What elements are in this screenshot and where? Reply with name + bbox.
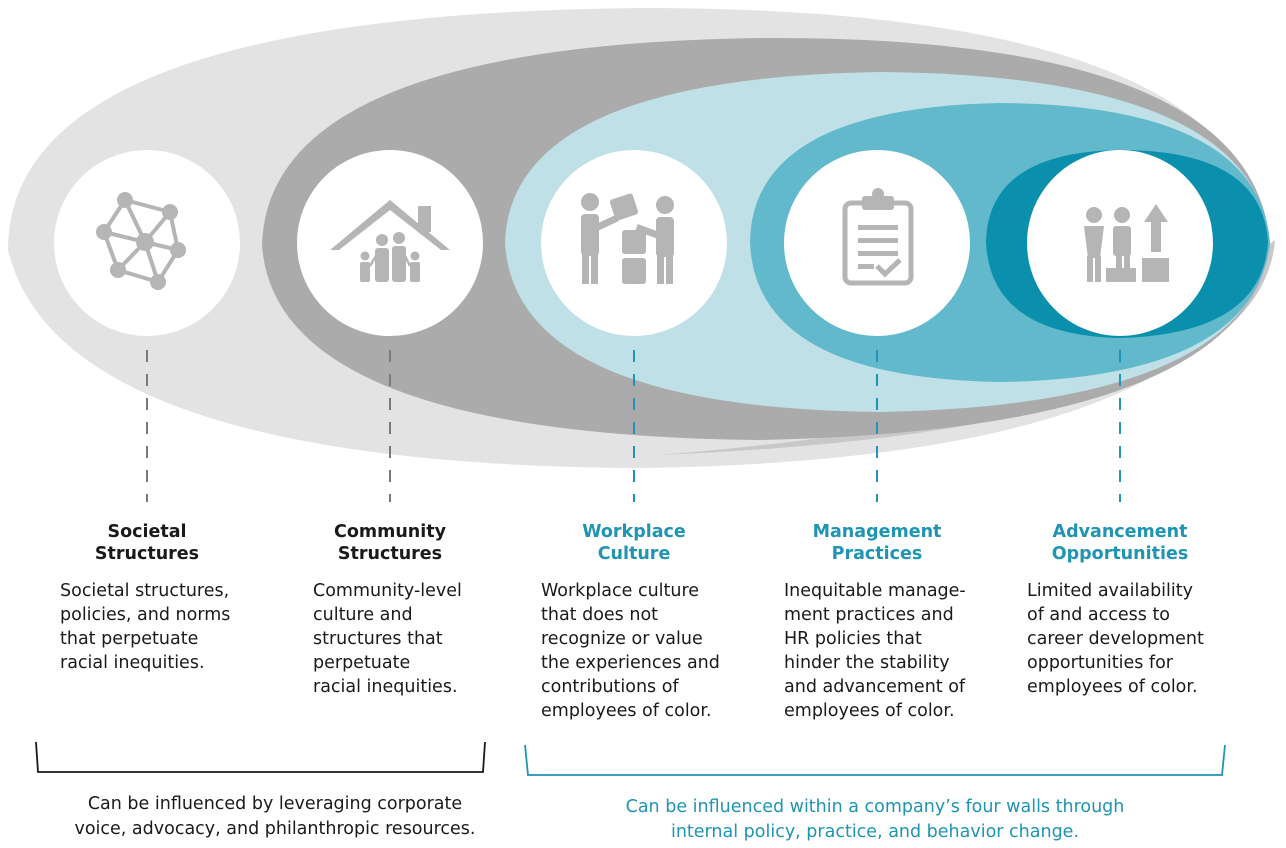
column-workplace: Workplace Culture Workplace culture that… <box>539 521 729 723</box>
column-title: Societal Structures <box>52 521 242 565</box>
title-line: Societal <box>107 522 187 542</box>
title-line: Structures <box>94 544 200 564</box>
column-title: Community Structures <box>295 521 485 565</box>
column-description: Inequitable manage- ment practices and H… <box>784 581 966 721</box>
community-circle <box>297 150 483 336</box>
external-influence-note: Can be influenced by leveraging corporat… <box>74 794 476 839</box>
column-management: Management Practices Inequitable manage-… <box>782 521 972 723</box>
title-line: Practices <box>831 544 923 564</box>
column-title: Workplace Culture <box>539 521 729 565</box>
column-advancement: Advancement Opportunities Limited availa… <box>1025 521 1215 699</box>
title-line: Opportunities <box>1051 544 1189 564</box>
column-description: Societal structures, policies, and norms… <box>60 581 231 673</box>
family-house-icon <box>330 200 450 282</box>
career-growth-icon <box>1084 204 1169 282</box>
title-line: Structures <box>337 544 443 564</box>
external-bracket <box>35 741 486 773</box>
collaboration-icon <box>581 193 674 284</box>
column-community: Community Structures Community-level cul… <box>295 521 485 699</box>
clipboard-check-icon <box>842 188 914 286</box>
column-description: Community-level culture and structures t… <box>313 581 462 697</box>
internal-influence-note: Can be influenced within a company’s fou… <box>625 797 1125 842</box>
internal-bracket <box>524 744 1226 776</box>
column-title: Management Practices <box>782 521 972 565</box>
title-line: Culture <box>597 544 671 564</box>
column-description: Limited availability of and access to ca… <box>1027 581 1204 697</box>
title-line: Workplace <box>582 522 686 542</box>
column-societal: Societal Structures Societal structures,… <box>52 521 242 675</box>
column-title: Advancement Opportunities <box>1025 521 1215 565</box>
network-icon <box>96 192 186 290</box>
title-line: Management <box>812 522 942 542</box>
title-line: Community <box>333 522 447 542</box>
title-line: Advancement <box>1052 522 1188 542</box>
column-description: Workplace culture that does not recogniz… <box>541 581 720 721</box>
